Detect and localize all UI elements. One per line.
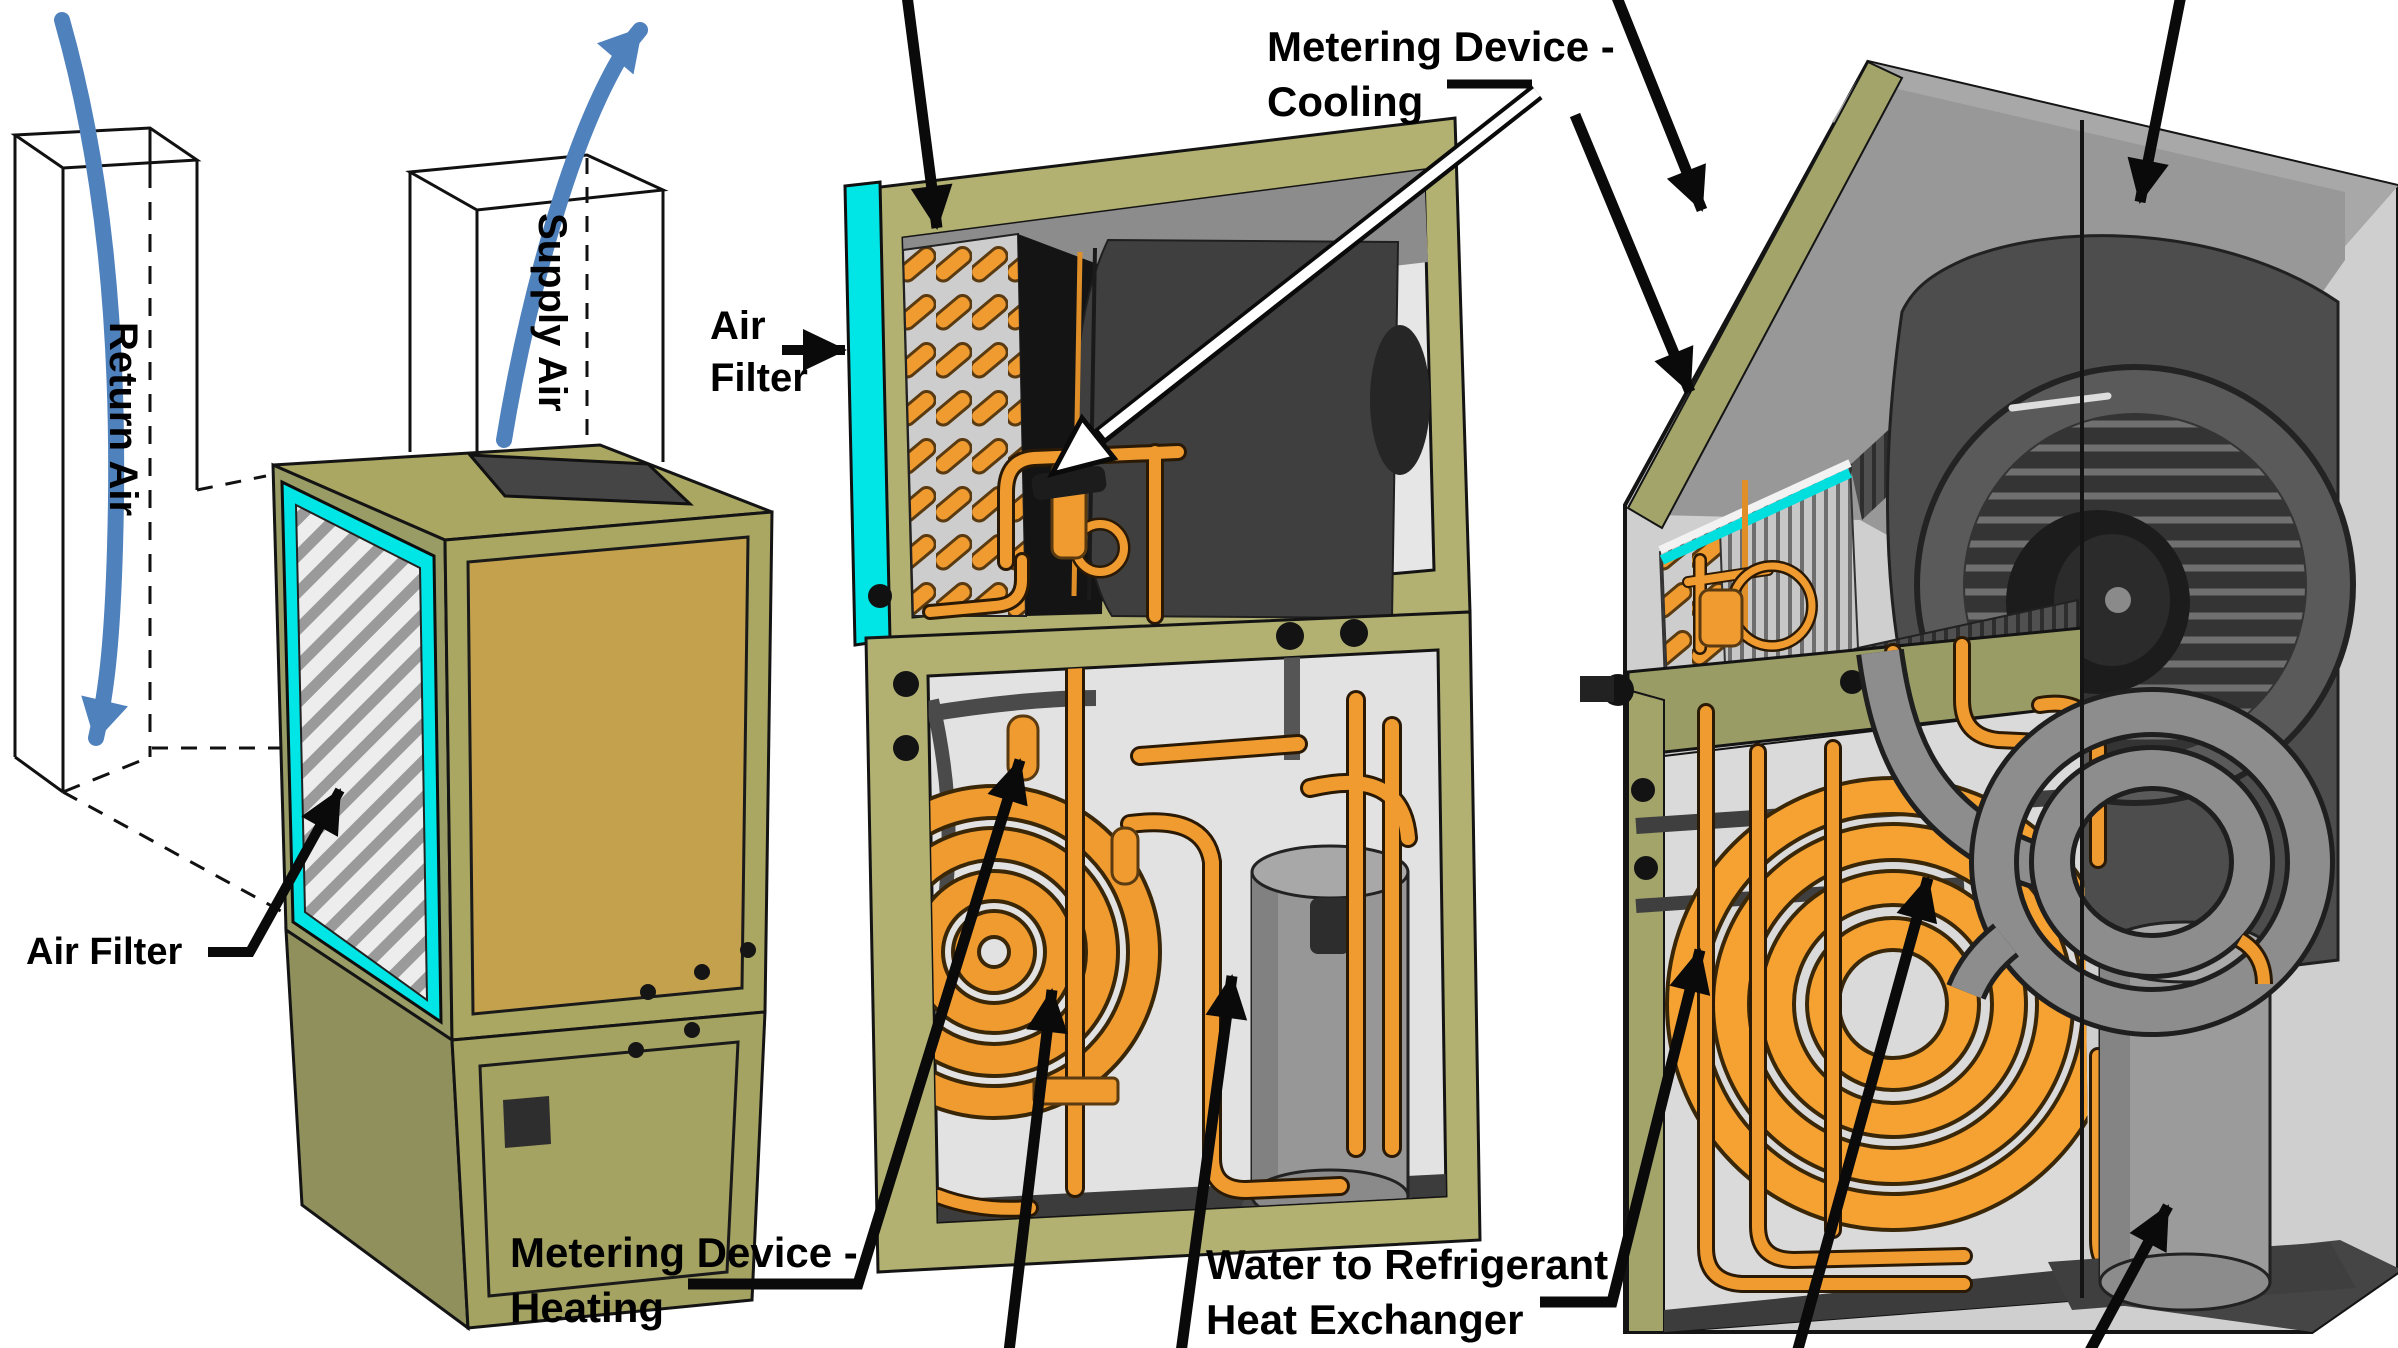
middle-unit-cooling-pipes [922,443,1187,625]
arrow-cutoff-right-2 [2085,1203,2173,1348]
left-unit-cabinet [271,443,774,1332]
supply-opening [466,453,694,506]
annotation-arrows [208,0,2186,1348]
middle-unit-heating-pipes [929,650,1418,1218]
arrow-to-middle-coil [902,0,953,230]
arrow-air-filter-left [208,787,345,957]
arrow-cutoff-right-1 [1792,876,1938,1348]
label-air-filter-middle: Air Filter [710,304,808,400]
return-air-arrow [54,12,128,746]
arrow-cutoff-mid-2 [1176,974,1248,1348]
arrow-cooling-to-right-device [1569,112,1696,395]
left-unit-screws [628,942,756,1058]
return-air-duct [10,126,291,918]
right-unit-suction-line-coil [1856,648,2335,1037]
middle-unit-heating-metering-manifold [1032,1076,1120,1106]
arrow-to-blower [2127,0,2186,204]
white-arrow-cooling-to-middle-device [1047,84,1543,478]
middle-unit-expansion-valve [1110,826,1140,886]
left-unit-access-square [503,1096,551,1148]
label-metering-device-cooling: Metering Device - Cooling [1267,23,1615,125]
right-unit-cooling-metering-device [1682,553,1818,655]
label-supply-air: Supply Air [530,213,574,412]
supply-air-arrow [496,22,648,448]
arrow-cutoff-mid-1 [1003,988,1068,1348]
left-unit-front-panel [466,535,750,1016]
arrow-to-right-coil [1612,0,1708,213]
label-water-to-refrigerant-hx: Water to Refrigerant Heat Exchanger [1206,1241,1609,1343]
right-unit-cabinet [1580,59,2398,1334]
left-unit-filter-media [294,503,429,1002]
arrow-metering-heating [688,758,1028,1290]
supply-air-duct [405,153,669,468]
label-metering-device-heating: Metering Device - Heating [510,1229,858,1331]
arrow-water-hx [1540,948,1711,1308]
label-air-filter-left: Air Filter [26,931,183,973]
label-return-air: Return Air [101,322,145,517]
middle-unit-lower-cabinet [864,610,1482,1274]
right-unit-water-hx-spiral [1665,776,2090,1232]
middle-unit-grommets [893,619,1368,761]
